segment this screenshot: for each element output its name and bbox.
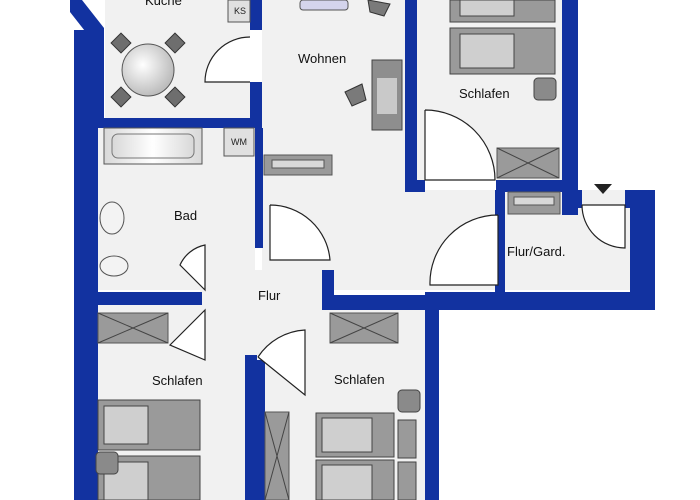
living-furniture: Wohnen [298,0,403,131]
bed-bottom-middle-2-pillow [321,464,373,500]
bedroom-bottom-middle-label: Schlafen [334,372,385,387]
cabinet-bottom-middle [329,312,399,344]
shelf-living-inner [271,159,325,169]
wall-middle-bedroom-left [257,360,265,500]
floor-bath [98,128,255,290]
kitchen-furniture: KS Küche [110,0,251,108]
wall-hall-bottom [425,292,655,310]
hall-label: Flur [258,288,281,303]
bedroom-top-right-furniture: Schlafen [449,0,557,101]
doors [168,36,626,397]
ks-box [227,0,251,23]
kitchen-chairs [110,32,186,108]
hall-gard-label: Flur/Gard. [507,244,566,259]
living-chair-top [367,0,391,17]
wall-living-bedroom [405,0,417,192]
wall-hall-divider [495,190,505,295]
wm-box [223,127,255,157]
door-entrance[interactable] [581,204,626,249]
cabinets [97,147,560,500]
wall-center-hall-left-bottom [245,355,257,500]
kitchen-table [121,43,175,97]
bed-top-1-pillow [459,0,515,17]
cabinet-top-right [496,147,560,179]
bedroom-top-right-label: Schlafen [459,86,510,101]
sink [99,201,125,235]
door-living[interactable] [269,204,331,261]
bed-bottom-middle-1-pillow [321,417,373,453]
living-sofa [299,0,349,11]
wall-bath-bottom [92,292,202,305]
wall-entrance-top [562,190,582,208]
bedroom-bottom-left-furniture: Schlafen [95,373,203,500]
living-chair [344,83,367,107]
bed-bottom-left-1-pillow [103,405,149,445]
bed-top-2-pillow [459,33,515,69]
bedroom-bottom-left-label: Schlafen [152,373,203,388]
cabinet-wardrobe-vertical [264,411,290,500]
wall-entrance-right [630,190,655,310]
floor-living [262,0,495,290]
cabinet-bottom-left [97,312,169,344]
nightstand-top-right [533,77,557,101]
entrance-arrow-icon [594,184,612,194]
nightstand-bottom-left [95,451,119,475]
ks-label: KS [234,6,246,16]
door-bath[interactable] [179,244,206,292]
door-kitchen[interactable] [204,36,251,83]
wall-middle-bedroom-top [322,295,432,310]
wall-bedroom-right [562,0,578,215]
nightstand-bottom-middle-2 [397,419,417,459]
wall-bath-right [255,128,263,248]
bath-furniture: WM Bad [99,127,255,277]
wall-bedroom-bottom-left [405,180,425,192]
shelves [263,154,561,215]
wall-kitchen-bottom [92,118,257,128]
nightstand-bottom-middle-3 [397,461,417,500]
bath-label: Bad [174,208,197,223]
floor-hall-center [200,270,330,360]
wall-bedroom-bottom-right [496,180,578,192]
wall-kitchen-left [92,30,104,125]
toilet [99,255,129,277]
door-hall-gard[interactable] [429,214,499,286]
door-bedroom-middle[interactable] [257,329,306,397]
bedroom-bottom-middle-furniture: Schlafen [315,372,421,500]
door-bedroom-left[interactable] [168,308,206,361]
wall-middle-bedroom-right [425,295,439,500]
nightstand-bottom-middle-1 [397,389,421,413]
walls [70,0,655,500]
kitchen-label: Küche [145,0,182,8]
shelf-hall-inner [513,196,555,206]
wall-center-hall-right [322,270,334,302]
living-label: Wohnen [298,51,346,66]
bathtub-inner [111,133,195,159]
wall-kitchen-living-lower [250,82,262,128]
wm-label: WM [231,137,247,147]
wall-kitchen-living [250,0,262,30]
door-bedroom-top[interactable] [424,109,496,181]
living-desk-top [377,78,397,114]
